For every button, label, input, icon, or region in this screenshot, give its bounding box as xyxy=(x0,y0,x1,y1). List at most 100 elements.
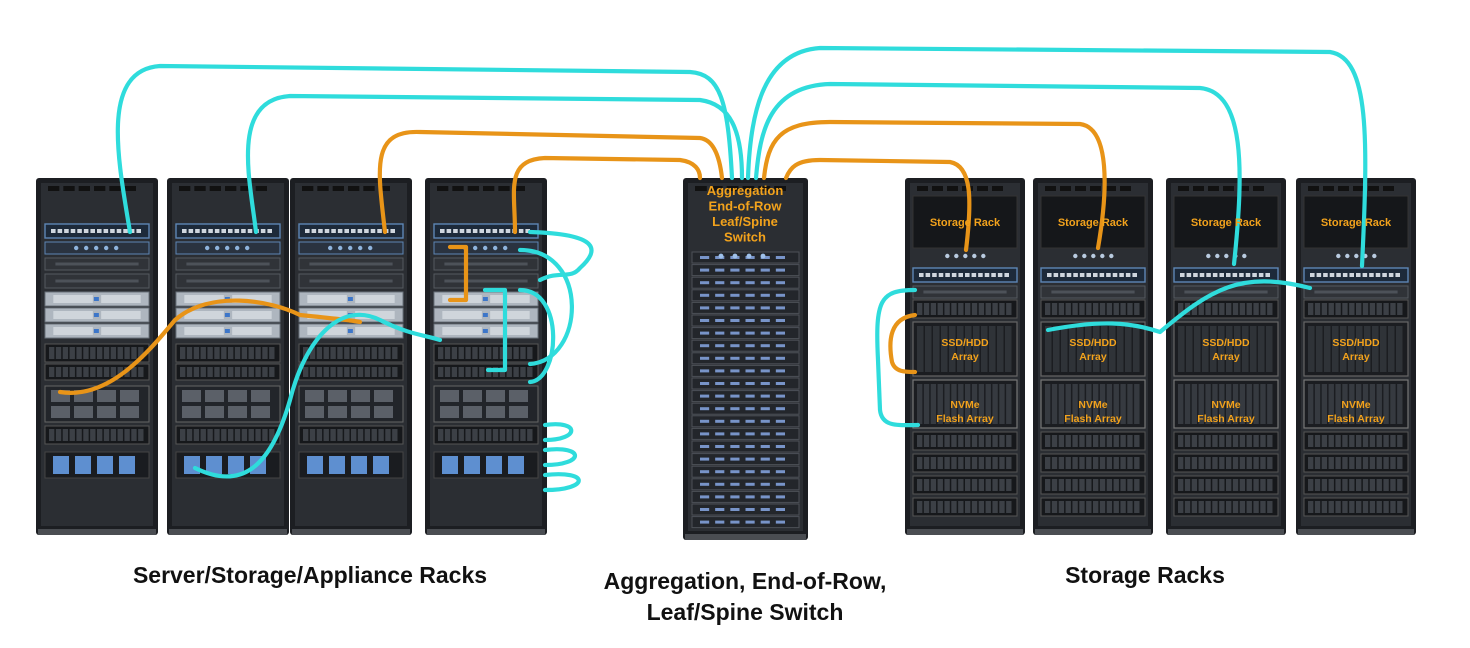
rack-unit-silver xyxy=(433,307,539,323)
cable-cyan-switch-storage3 xyxy=(753,81,1242,267)
rack-unit-drives xyxy=(175,343,281,363)
drive-slot xyxy=(90,429,96,441)
blade-slot xyxy=(97,390,116,402)
drive-slot xyxy=(1397,501,1403,513)
drive-slot xyxy=(200,367,206,377)
drive-slot xyxy=(944,303,950,315)
switch-port xyxy=(260,229,266,233)
drive-slot xyxy=(1212,435,1218,447)
nvme-slot xyxy=(1120,384,1126,424)
switch-port xyxy=(1086,273,1091,277)
cable-orange-rack4-internal xyxy=(447,244,469,303)
storage-led xyxy=(1354,253,1359,259)
rack-unit-blue xyxy=(433,451,539,479)
storage-rack-header-3: Storage Rack xyxy=(1191,217,1262,229)
server-rack-2 xyxy=(167,178,289,535)
rack-unit-dark xyxy=(298,273,404,289)
switch-port xyxy=(201,229,207,233)
drive-slot xyxy=(1219,303,1225,315)
nvme-slot xyxy=(1051,384,1058,424)
unit-dark-line xyxy=(309,262,393,266)
drive-slot xyxy=(444,367,451,377)
drive-slot xyxy=(1314,501,1321,513)
drive-slot xyxy=(1079,501,1085,513)
nvme-slot xyxy=(1376,384,1382,424)
switch-port xyxy=(958,273,963,277)
switch-row-port xyxy=(730,369,740,373)
drive-slot xyxy=(371,429,377,441)
rack-base xyxy=(38,529,156,535)
drive-slot xyxy=(958,435,964,447)
drive-slot xyxy=(1178,501,1184,513)
patch-led xyxy=(338,245,343,251)
blade-slot xyxy=(182,406,201,418)
drive-slot xyxy=(55,367,62,377)
nvme-slot xyxy=(992,384,998,424)
server-led xyxy=(93,313,99,317)
drive-slot xyxy=(1335,457,1341,469)
drive-slot xyxy=(1212,303,1218,315)
drive-slot xyxy=(958,479,964,491)
drive-slot xyxy=(1058,479,1065,491)
server-led xyxy=(224,313,230,317)
rack-unit-swrow xyxy=(691,478,800,491)
nvme-slot xyxy=(930,384,937,424)
drive-slot xyxy=(1219,479,1225,491)
rack-unit-switch xyxy=(912,267,1018,283)
rack-unit-dark xyxy=(44,257,150,271)
drive-slot xyxy=(1335,435,1341,447)
drive-slot xyxy=(1219,501,1225,513)
drive-slot xyxy=(992,435,998,447)
drive-slot xyxy=(458,367,464,377)
unit-dark-line xyxy=(309,279,393,283)
drive-slot xyxy=(357,429,364,441)
switch-row-port xyxy=(700,356,710,360)
storage-header-panel xyxy=(912,195,1018,249)
nvme-slot xyxy=(1127,384,1133,424)
rack-unit-swrow xyxy=(691,503,800,516)
drive-slot xyxy=(337,367,343,377)
cable-cyan-switch-storage4 xyxy=(745,45,1368,269)
switch-row-port xyxy=(760,369,770,373)
ssd-slot xyxy=(941,326,948,372)
drive-slot xyxy=(193,429,200,441)
drive-slot xyxy=(1342,479,1348,491)
drive-slot xyxy=(951,501,957,513)
drive-slot xyxy=(1178,457,1184,469)
rack-unit-switch xyxy=(1303,267,1409,283)
ssd-slot xyxy=(1069,326,1076,372)
drive-slot xyxy=(1260,479,1266,491)
drive-slot xyxy=(323,367,329,377)
drive-slot xyxy=(309,367,316,377)
drive-slot xyxy=(214,347,220,359)
drive-slot xyxy=(1079,303,1085,315)
switch-row-port xyxy=(715,356,725,360)
switch-row-port xyxy=(700,369,710,373)
rack-vent xyxy=(977,186,988,191)
drive-slot xyxy=(1314,479,1321,491)
blade-slot xyxy=(328,390,347,402)
drive-slot xyxy=(1369,457,1376,469)
rack-unit-silver xyxy=(44,291,150,307)
switch-port xyxy=(195,229,200,233)
ssd-slot xyxy=(933,326,940,372)
rack-vent xyxy=(1383,186,1394,191)
drive-slot xyxy=(76,347,82,359)
drive-slot xyxy=(965,457,971,469)
rack-unit-drives xyxy=(1040,431,1146,451)
drive-slot xyxy=(1253,457,1259,469)
ssd-slot xyxy=(1194,326,1201,372)
switch-row-port xyxy=(760,457,770,461)
drive-slot xyxy=(1226,435,1232,447)
server-bay xyxy=(490,311,530,319)
drive-slot xyxy=(1079,457,1085,469)
switch-row-port xyxy=(745,470,755,474)
switch-row-port xyxy=(775,394,785,398)
switch-port xyxy=(305,229,310,233)
drive-slot xyxy=(364,367,371,377)
switch-port xyxy=(1323,273,1328,277)
drive-slot xyxy=(1178,435,1184,447)
drive-slot xyxy=(351,347,357,359)
switch-port xyxy=(318,229,323,233)
